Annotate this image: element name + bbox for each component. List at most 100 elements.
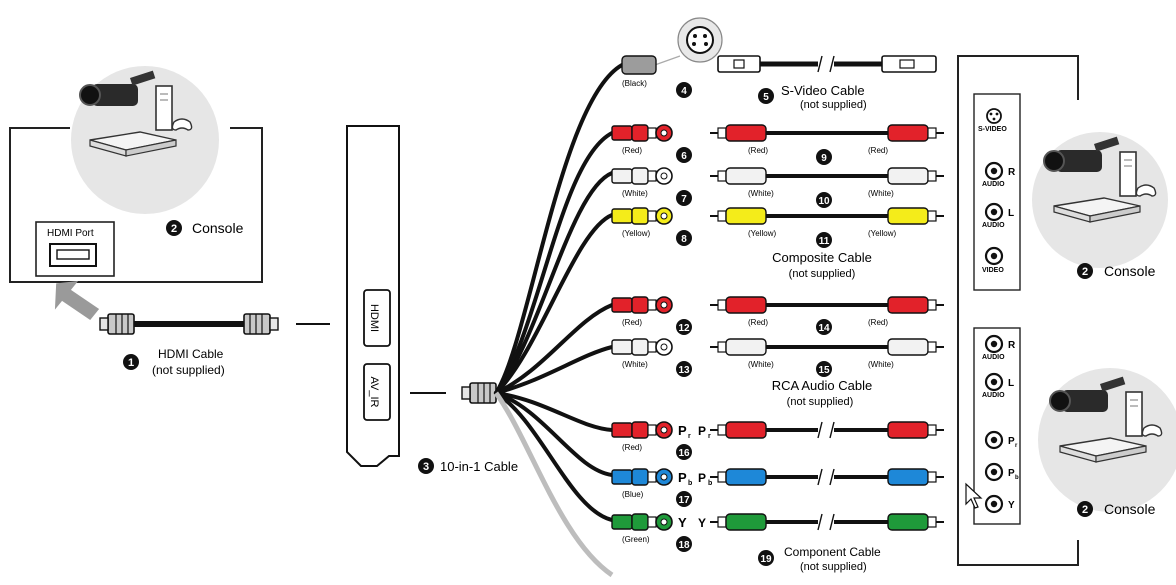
composite-plug-number-1: 7 [681,194,687,205]
pb-letter: P [1008,468,1015,479]
composite-cable-number-1: 10 [818,196,830,207]
composite-cable-note: (not supplied) [789,268,856,280]
bottom-jack-panel [973,327,1021,525]
rca-plug-number-0: 12 [678,323,690,334]
bottom-console-label: Console [1104,501,1156,517]
rca-cable-right-1: (White) [868,360,894,369]
bottom-audio-label: AUDIO [982,354,1005,361]
component-cable-1 [710,468,944,486]
component-plug-sub-0: r [688,433,691,440]
panel-audio-label: AUDIO [982,181,1005,188]
component-plug-letter-0: P [678,423,687,438]
composite-section: (Red)6(White)7(Yellow)8(Red)(Red)9(White… [611,124,944,248]
composite-cable-number-2: 11 [819,236,830,247]
console-number-badge: 2 [171,223,177,235]
component-plug-number-2: 18 [678,540,690,551]
rca-plug-number-0-bg [676,319,692,335]
component-cable-number: 19 [760,554,772,565]
rca-cable-number-0-bg [816,319,832,335]
composite-plug-2 [611,207,673,225]
rca-plug-number-1: 13 [678,365,690,376]
pr-jack [984,430,1004,450]
composite-cable-2 [710,207,944,225]
rca-cable-0 [710,296,944,314]
component-plug-color-1: (Blue) [622,490,644,499]
card-av-ir-label: AV_IR [368,377,380,408]
svideo-plug-number: 4 [681,86,687,97]
pb-jack [984,462,1004,482]
rca-cable-left-0: (Red) [748,318,768,327]
composite-cable-number-1-bg [816,192,832,208]
right-console-frame: S-VIDEO R AUDIO L AUDIO VIDEO 2 Console … [957,55,1176,566]
component-plug-0 [611,421,673,439]
rca-plug-0 [611,296,673,314]
composite-plug-number-1-bg [676,190,692,206]
audio-r-jack [984,161,1004,181]
rca-plug-1 [611,338,673,356]
component-plug-color-2: (Green) [622,535,650,544]
rca-plug-color-1: (White) [622,360,648,369]
mouse-cursor-icon [965,482,983,509]
component-plug-number-1-bg [676,491,692,507]
hdmi-cable-number: 1 [128,357,134,369]
arrow-icon [54,281,100,320]
card-hdmi-label: HDMI [368,304,380,332]
component-cable-title: Component Cable [784,545,881,559]
hdmi-console-group: HDMI Port 2 Console 1 HDMI Cable (not su… [9,66,330,377]
panel-svideo-label: S-VIDEO [978,126,1007,133]
top-console-label: Console [1104,263,1156,279]
y-letter: Y [1008,500,1015,511]
component-cable-letter-0: P [698,424,706,438]
hdmi-cable-note: (not supplied) [152,363,225,377]
rca-cable-number-0: 14 [818,323,830,334]
composite-plug-number-0: 6 [681,151,687,162]
composite-cable-1 [710,167,944,185]
composite-cable-left-1: (White) [748,189,774,198]
rca-cable-1 [710,338,944,356]
component-plug-color-0: (Red) [622,443,642,452]
composite-cable-number-2-bg [816,232,832,248]
card-hdmi-port [363,289,391,347]
hdmi-port-icon [56,249,90,260]
component-cable-2 [710,513,944,531]
composite-cable-right-1: (White) [868,189,894,198]
component-cable-letter-2: Y [698,516,706,530]
ten-in-one-cable: 3 10-in-1 Cable [418,63,624,578]
y-jack [984,494,1004,514]
component-cable-letter-1: P [698,471,706,485]
video-jack [984,246,1004,266]
svideo-plug [621,55,657,75]
hdmi-port-label: HDMI Port [47,228,94,239]
composite-plug-1 [611,167,673,185]
composite-cable-number-0: 9 [821,153,827,164]
rca-cable-number-1-bg [816,361,832,377]
composite-plug-0 [611,124,673,142]
composite-plug-color-2: (Yellow) [622,229,650,238]
hdmi-cable-title: HDMI Cable [158,347,224,361]
component-plug-number-0-bg [676,444,692,460]
console-label: Console [192,220,244,236]
rca-plug-number-1-bg [676,361,692,377]
panel-audio-label-2: AUDIO [982,222,1005,229]
hdmi-cable-left-plug [99,313,135,335]
panel-r-label: R [1008,167,1016,178]
svideo-cable-note: (not supplied) [800,99,867,111]
rca-cable-title: RCA Audio Cable [772,378,872,393]
component-plug-1 [611,468,673,486]
card-av-ir-port [363,363,391,421]
rca-cable-left-1: (White) [748,360,774,369]
composite-plug-number-2: 8 [681,234,687,245]
composite-plug-color-0: (Red) [622,146,642,155]
top-console-number: 2 [1082,266,1088,278]
component-plug-letter-1: P [678,470,687,485]
pb-sub: b [1015,475,1019,481]
ten-in-one-label: 10-in-1 Cable [440,459,518,474]
pr-sub: r [1015,443,1018,449]
component-plug-letter-2: Y [678,515,687,530]
component-cable-sub-1: b [708,480,712,487]
component-cable-note: (not supplied) [800,561,867,573]
composite-plug-color-1: (White) [622,189,648,198]
composite-cable-title: Composite Cable [772,250,872,265]
component-plug-number-1: 17 [678,495,690,506]
